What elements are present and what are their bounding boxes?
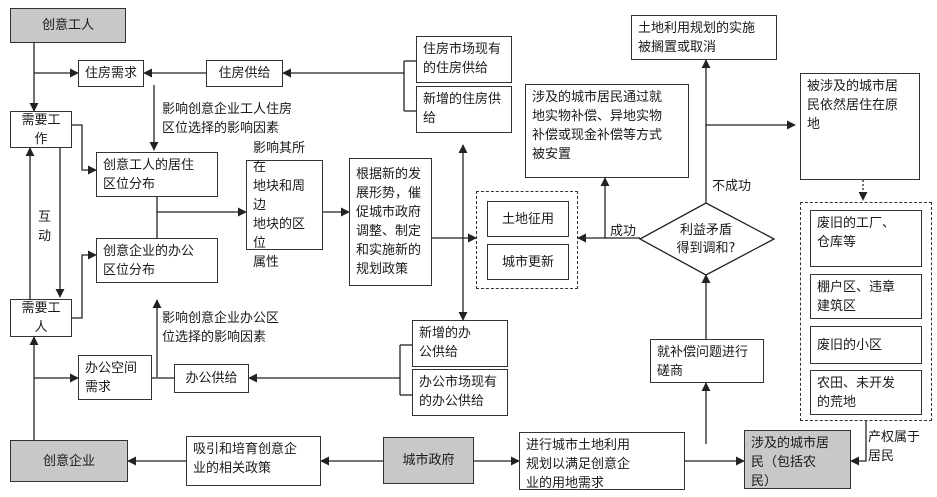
node-attract-policy: 吸引和培育创意企 业的相关政策 bbox=[186, 436, 321, 486]
node-creative-workers: 创意工人 bbox=[10, 8, 126, 43]
node-housing-new-supply: 新增的住房供 给 bbox=[416, 86, 512, 133]
node-office-new-supply: 新增的办 公供给 bbox=[412, 320, 508, 367]
label-failure: 不成功 bbox=[712, 179, 752, 194]
label-property-rights: 产权属于 居民 bbox=[868, 430, 921, 464]
node-land-use-planning: 进行城市土地利用 规划以满足创意企 业的用地需求 bbox=[519, 432, 685, 491]
node-old-factories: 废旧的工厂、 仓库等 bbox=[810, 210, 922, 267]
node-office-space-demand: 办公空间 需求 bbox=[78, 355, 152, 400]
node-planning-shelved: 土地利用规划的实施 被搁置或取消 bbox=[631, 15, 777, 60]
node-involved-residents: 涉及的城市居 民（包括农 民） bbox=[744, 430, 851, 489]
node-office-existing-supply: 办公市场现有 的办公供给 bbox=[412, 369, 508, 416]
node-need-work: 需要工作 bbox=[10, 111, 72, 148]
node-creative-enterprise: 创意企业 bbox=[10, 440, 128, 482]
node-housing-demand: 住房需求 bbox=[78, 60, 144, 87]
label-success: 成功 bbox=[610, 224, 637, 239]
node-negotiate-compensation: 就补偿问题进行 磋商 bbox=[650, 339, 764, 383]
node-location-attributes: 影响其所在 地块和周边 地块的区位 属性 bbox=[246, 141, 323, 270]
group-land-projects bbox=[476, 191, 578, 289]
node-enterprise-distribution: 创意企业的办公 区位分布 bbox=[96, 238, 218, 283]
decision-diamond bbox=[638, 202, 776, 276]
node-housing-supply: 住房供给 bbox=[206, 60, 283, 87]
node-urban-renewal: 城市更新 bbox=[487, 244, 569, 280]
label-office-factors: 影响创意企业办公区 位选择的影响因素 bbox=[162, 311, 280, 345]
node-government-policy-adjust: 根据新的发 展形势，催 促城市政府 调整、制定 和实施新的 规划政策 bbox=[349, 158, 432, 286]
node-land-acquisition: 土地征用 bbox=[487, 201, 569, 237]
node-city-government: 城市政府 bbox=[383, 437, 474, 484]
node-workers-distribution: 创意工人的居住 区位分布 bbox=[96, 152, 218, 197]
node-need-workers: 需要工人 bbox=[10, 299, 72, 337]
node-housing-existing-supply: 住房市场现有 的住房供给 bbox=[416, 36, 512, 83]
node-office-supply: 办公供给 bbox=[174, 364, 249, 393]
node-conflict-resolved: 利益矛盾 得到调和? bbox=[676, 223, 736, 256]
node-residents-still-living: 被涉及的城市居 民依然居住在原 地 bbox=[800, 73, 920, 180]
label-housing-factors: 影响创意企业工人住房 区位选择的影响因素 bbox=[162, 102, 293, 136]
node-old-communities: 废旧的小区 bbox=[810, 326, 922, 364]
label-interaction: 互 动 bbox=[38, 210, 52, 244]
node-shanty-areas: 棚户区、违章 建筑区 bbox=[810, 274, 922, 319]
node-farmland: 农田、未开发 的荒地 bbox=[810, 370, 922, 415]
node-residents-compensated: 涉及的城市居民通过就 地实物补偿、异地实物 补偿或现金补偿等方式 被安置 bbox=[525, 84, 689, 178]
group-land-types bbox=[800, 202, 932, 421]
